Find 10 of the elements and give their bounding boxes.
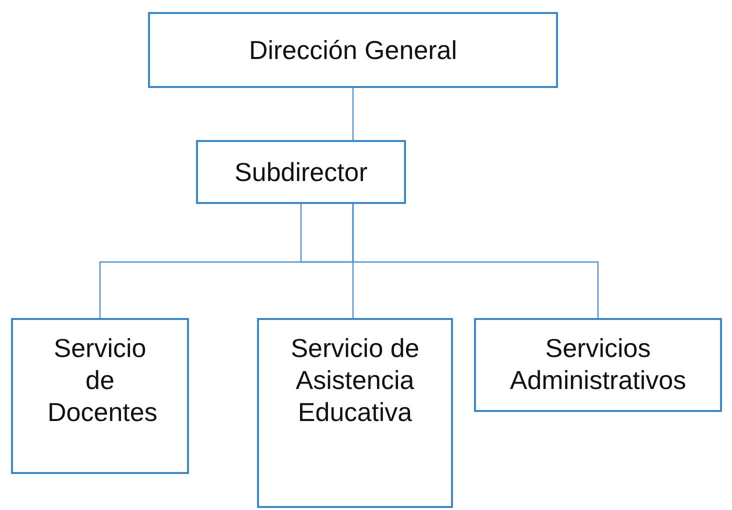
org-box — [148, 12, 558, 88]
box-label: Subdirector — [234, 156, 368, 188]
box-label: Servicios Administrativos — [508, 332, 688, 396]
department-box — [474, 318, 722, 412]
org-box — [196, 140, 406, 204]
department-box — [257, 318, 453, 508]
connector-line — [352, 204, 599, 318]
box-label: Dirección General — [248, 34, 458, 66]
box-label: Servicio de Asistencia Educativa — [290, 332, 420, 428]
department-box — [11, 318, 189, 474]
